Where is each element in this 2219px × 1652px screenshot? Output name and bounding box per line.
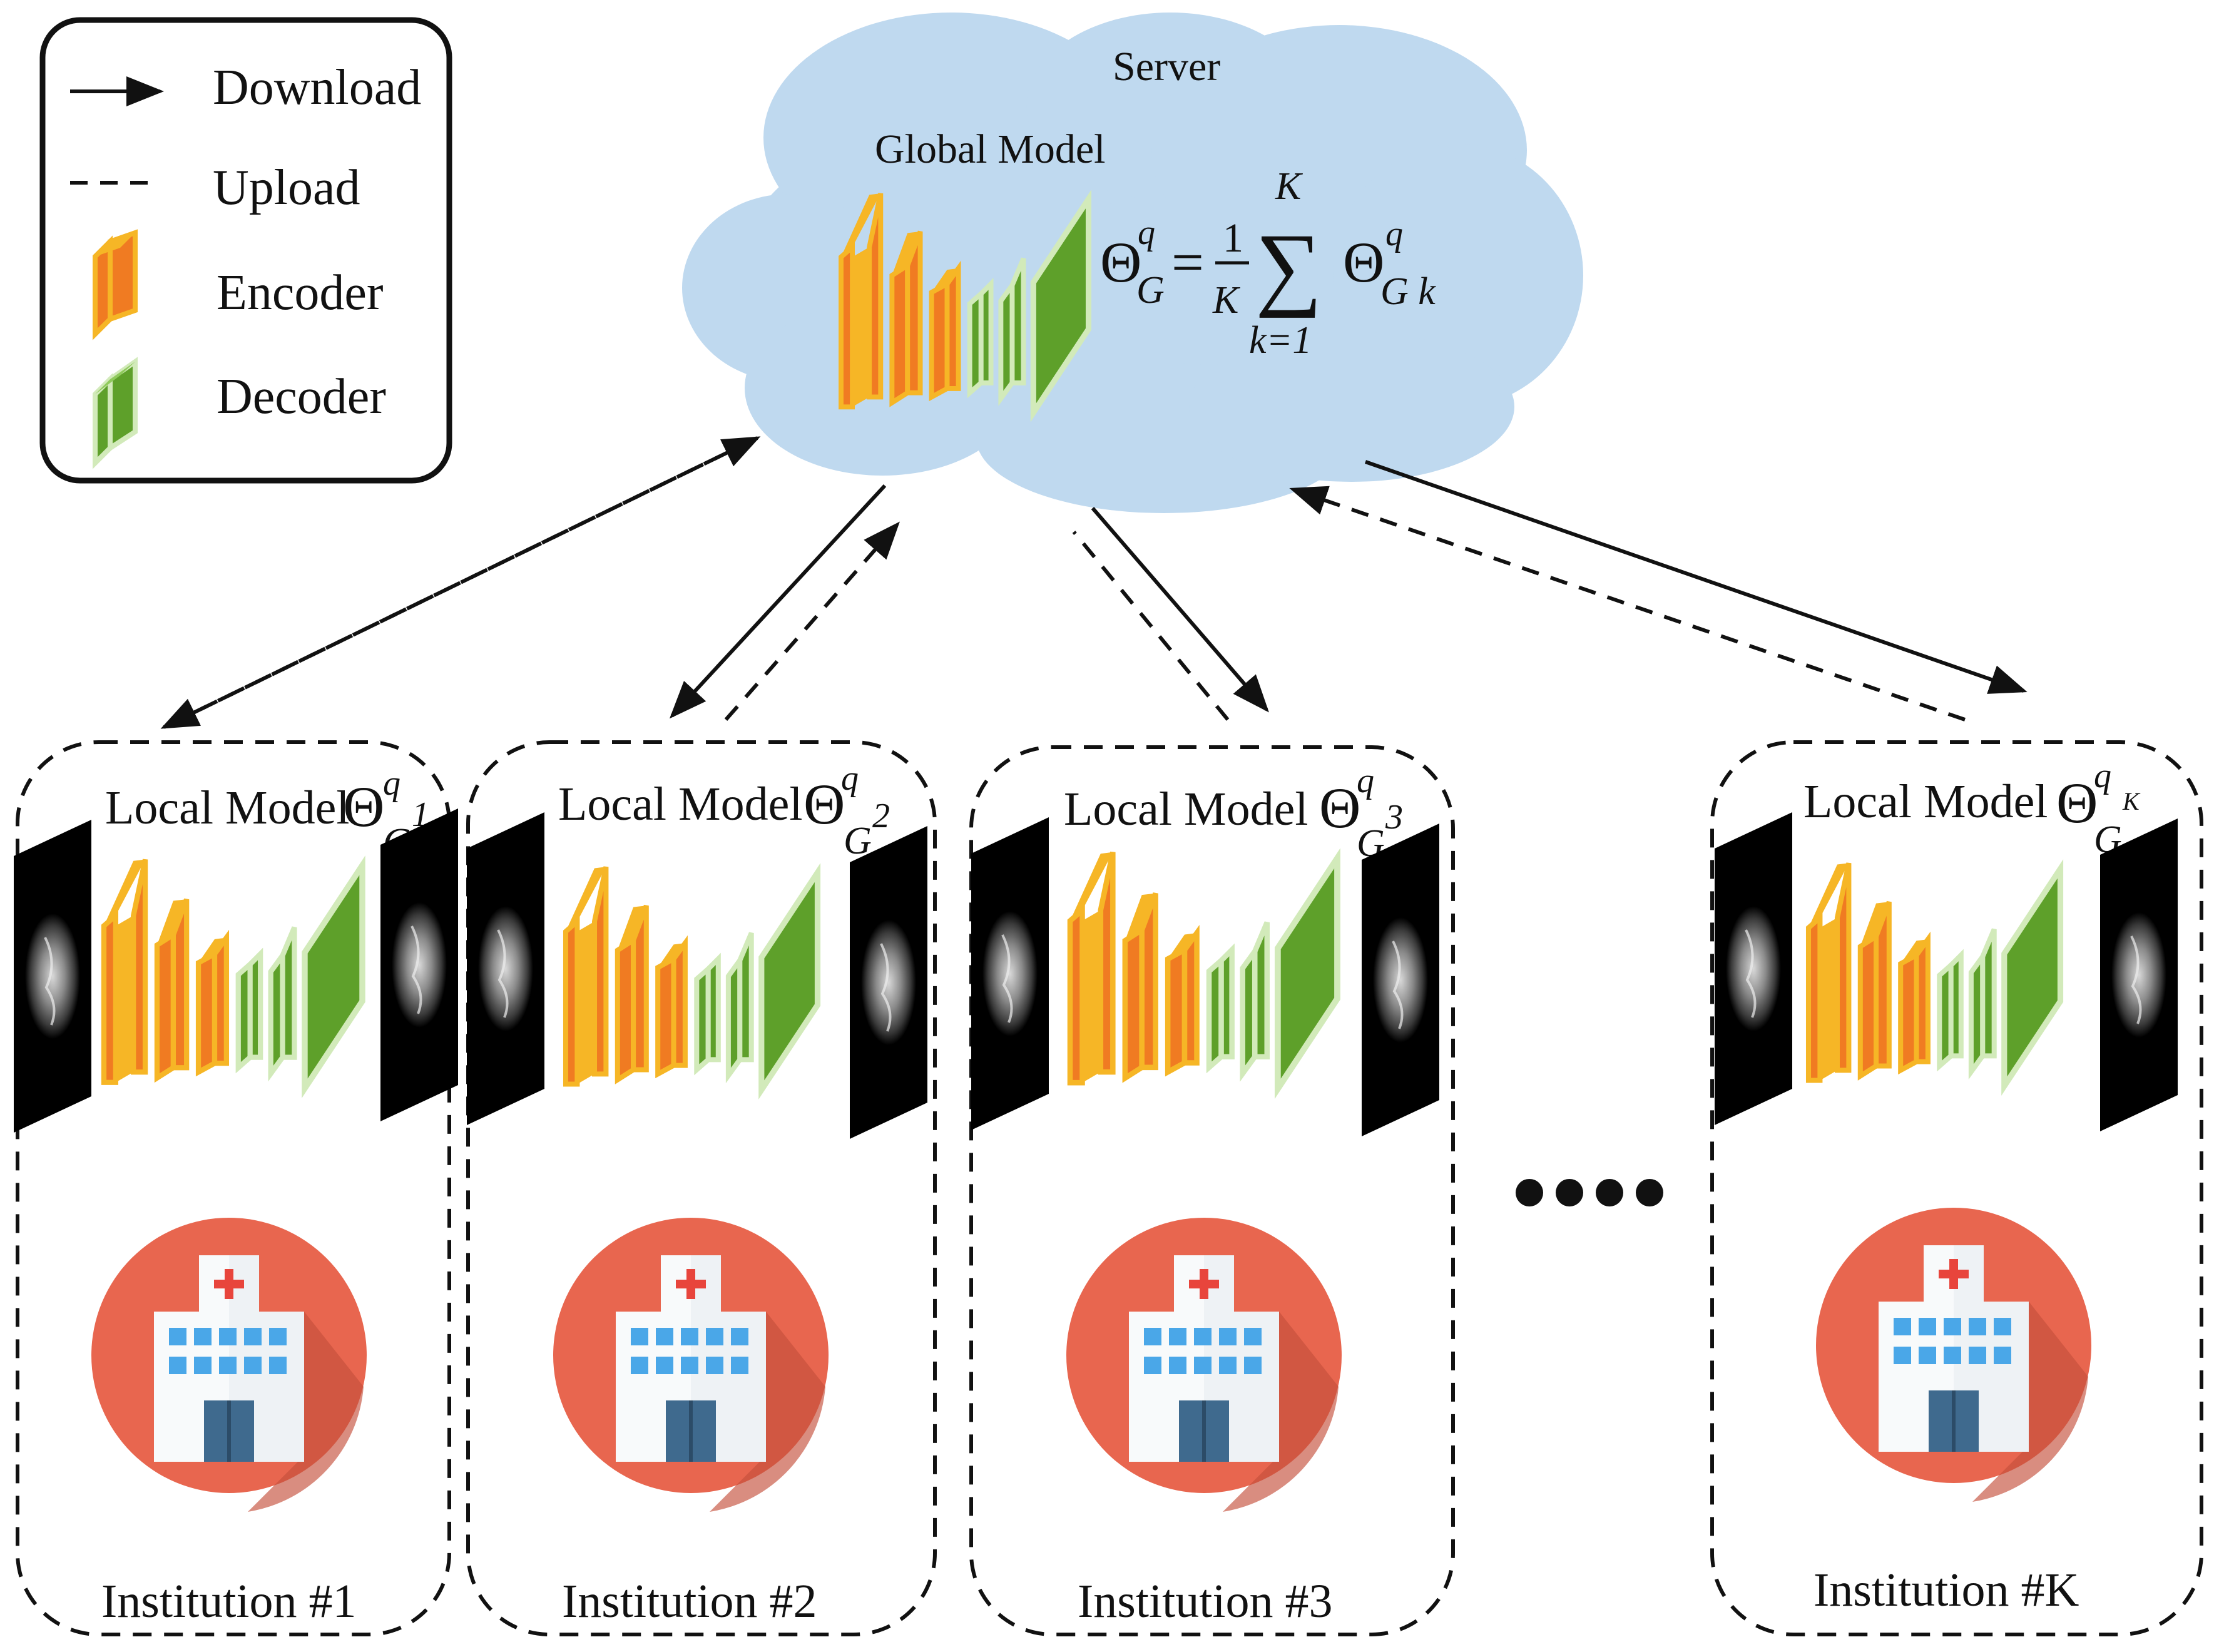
output-mri-scan bbox=[2099, 817, 2179, 1133]
legend-encoder-label: Encoder bbox=[217, 265, 384, 320]
local-model-label: Local Model bbox=[1803, 775, 2048, 828]
svg-text:q: q bbox=[1138, 213, 1155, 252]
output-mri-scan bbox=[379, 807, 459, 1123]
input-mri-scan bbox=[970, 816, 1050, 1131]
svg-text:q: q bbox=[841, 759, 859, 798]
svg-text:q: q bbox=[2094, 757, 2111, 795]
local-model-label: Local Model bbox=[558, 778, 802, 830]
svg-text:q: q bbox=[383, 764, 400, 803]
institution-name: Institution #3 bbox=[1078, 1575, 1332, 1628]
svg-text:Θ: Θ bbox=[1100, 230, 1141, 294]
server-cloud: Server Global Model Θ q G = 1 K K ∑ k=1 … bbox=[682, 13, 1583, 513]
local-model-label: Local Model bbox=[105, 782, 349, 834]
more-institutions-ellipsis bbox=[1516, 1179, 1663, 1206]
local-model-network bbox=[104, 859, 362, 1088]
svg-text:=: = bbox=[1171, 230, 1204, 294]
hospital-icon bbox=[553, 1218, 829, 1512]
output-mri-scan bbox=[1360, 822, 1441, 1138]
legend-decoder-label: Decoder bbox=[217, 369, 386, 424]
institution-k-panel: Local Model Θ q G K Institution #K bbox=[1710, 740, 2203, 1636]
institution-3-panel: Local Model Θ q G 3 Institution #3 bbox=[969, 745, 1455, 1636]
legend-download-label: Download bbox=[213, 60, 421, 115]
input-mri-scan bbox=[13, 818, 93, 1134]
svg-text:q: q bbox=[1357, 762, 1374, 800]
svg-text:∑: ∑ bbox=[1255, 215, 1322, 319]
hospital-icon bbox=[91, 1218, 367, 1512]
local-model-network bbox=[566, 867, 818, 1090]
institution-name: Institution #K bbox=[1813, 1564, 2079, 1616]
decoder-icon bbox=[93, 357, 138, 469]
input-mri-scan bbox=[1713, 811, 1793, 1126]
svg-text:q: q bbox=[1385, 215, 1403, 253]
output-mri-scan bbox=[849, 825, 929, 1140]
upload-arrow-inst1-server bbox=[163, 436, 761, 729]
legend: Download Upload Encoder Decoder bbox=[39, 17, 452, 484]
svg-text:G: G bbox=[1136, 269, 1165, 312]
svg-text:1: 1 bbox=[1223, 215, 1243, 261]
svg-text:Θ: Θ bbox=[1319, 776, 1360, 840]
download-arrow-inst3 bbox=[1091, 507, 1269, 713]
institution-name: Institution #2 bbox=[562, 1575, 817, 1628]
svg-text:Θ: Θ bbox=[803, 772, 845, 836]
input-mri-scan bbox=[466, 811, 546, 1126]
server-label: Server bbox=[1113, 44, 1220, 89]
local-model-network bbox=[1808, 863, 2061, 1086]
svg-text:K: K bbox=[1212, 279, 1241, 322]
encoder-icon bbox=[93, 229, 138, 340]
svg-text:Θ: Θ bbox=[1343, 230, 1384, 294]
hospital-icon bbox=[1816, 1208, 2091, 1502]
communication-arrows bbox=[160, 436, 2028, 729]
upload-arrow-inst3 bbox=[1072, 531, 1230, 721]
institution-name: Institution #1 bbox=[101, 1575, 356, 1628]
hospital-icon bbox=[1066, 1218, 1342, 1512]
svg-text:k=1: k=1 bbox=[1249, 319, 1312, 362]
svg-text:Θ: Θ bbox=[343, 775, 384, 839]
download-arrow-inst2 bbox=[669, 484, 887, 719]
svg-text:K: K bbox=[2122, 787, 2141, 815]
legend-upload-label: Upload bbox=[213, 160, 360, 215]
svg-text:Θ: Θ bbox=[2056, 771, 2098, 835]
local-model-network bbox=[1070, 852, 1337, 1089]
download-arrow-instK bbox=[1365, 460, 2028, 694]
svg-text:K: K bbox=[1275, 165, 1303, 208]
upload-arrow-inst1 bbox=[160, 436, 758, 729]
svg-text:3: 3 bbox=[1385, 798, 1403, 837]
svg-text:G k: G k bbox=[1380, 270, 1436, 313]
global-model-label: Global Model bbox=[875, 126, 1105, 172]
institution-1-panel: Local Model Θ q G 1 Institution #1 bbox=[13, 740, 459, 1636]
institution-2-panel: Local Model Θ q G 2 Institution #2 bbox=[466, 740, 937, 1636]
local-model-label: Local Model bbox=[1064, 783, 1308, 835]
aggregation-formula: Θ q G = 1 K K ∑ k=1 Θ q G k bbox=[1100, 165, 1436, 362]
upload-arrow-inst2 bbox=[724, 521, 900, 721]
upload-arrow-instK bbox=[1289, 486, 1966, 721]
svg-text:2: 2 bbox=[872, 797, 890, 835]
